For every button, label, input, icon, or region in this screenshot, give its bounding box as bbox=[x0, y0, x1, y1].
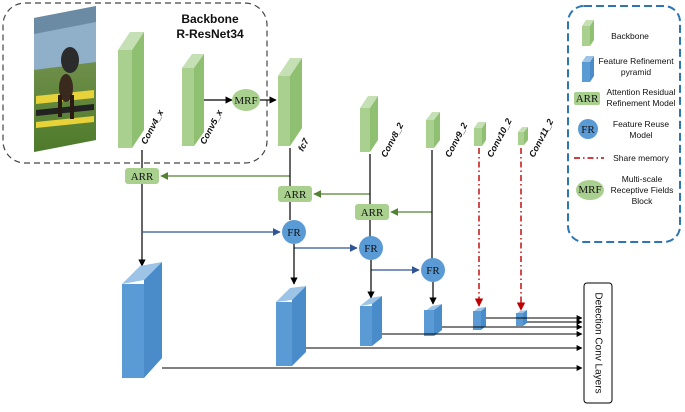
legend-fr-text-1: Feature Reuse bbox=[613, 119, 669, 129]
label-conv9: Conv9_2 bbox=[443, 121, 469, 159]
legend-arr-swatch-label: ARR bbox=[576, 93, 599, 105]
legend-backbone-swatch bbox=[582, 20, 594, 46]
pyramid-block-1 bbox=[122, 262, 162, 378]
legend-mrf-text-2: Receptive Fields bbox=[611, 185, 674, 195]
legend-mrf-text-1: Multi-scale bbox=[622, 174, 663, 184]
arr-node-3-label: ARR bbox=[361, 207, 384, 219]
pyramid-block-2 bbox=[276, 286, 306, 366]
block-conv5 bbox=[182, 54, 204, 146]
fr-node-2 bbox=[359, 236, 383, 260]
block-fc7 bbox=[278, 58, 302, 146]
legend-mrf-swatch-label: MRF bbox=[578, 184, 601, 196]
pyramid-block-3 bbox=[360, 296, 382, 346]
legend-mrf-text-3: Block bbox=[632, 196, 654, 206]
legend-fr-swatch-label: FR bbox=[581, 124, 595, 136]
block-conv8 bbox=[360, 96, 378, 152]
fr-node-1 bbox=[282, 220, 306, 244]
label-conv11: Conv11_2 bbox=[527, 117, 555, 159]
mrf-node-label: MRF bbox=[234, 95, 257, 107]
fr-node-2-label: FR bbox=[364, 243, 378, 255]
label-conv10: Conv10_2 bbox=[485, 117, 514, 159]
block-conv9 bbox=[426, 112, 440, 148]
backbone-region bbox=[2, 2, 268, 164]
arr-node-2-label: ARR bbox=[284, 189, 307, 201]
pyramid-block-5 bbox=[473, 307, 486, 330]
mrf-node bbox=[232, 89, 260, 111]
legend-fr-text-2: Model bbox=[629, 130, 652, 140]
input-image bbox=[34, 6, 96, 152]
arr-node-3 bbox=[355, 204, 389, 220]
fr-node-3 bbox=[421, 258, 445, 282]
legend-fr-swatch bbox=[578, 119, 598, 139]
legend-frp-text-2: pyramid bbox=[621, 67, 652, 77]
legend-backbone-text: Backbone bbox=[611, 31, 649, 41]
legend-arr-swatch bbox=[574, 92, 600, 105]
legend-share-memory-text: Share memory bbox=[613, 153, 669, 163]
block-conv10 bbox=[474, 122, 486, 146]
legend-frp-text-1: Feature Refinement bbox=[598, 56, 674, 66]
arr-node-1-label: ARR bbox=[131, 171, 154, 183]
legend-mrf-swatch bbox=[576, 180, 604, 200]
label-fc7: fc7 bbox=[296, 136, 311, 153]
backbone-title: Backbone bbox=[181, 12, 239, 26]
arr-node-2 bbox=[278, 186, 312, 202]
detection-conv-layers-label: Detection Conv Layers bbox=[592, 292, 603, 393]
pyramid-block-4 bbox=[424, 304, 442, 336]
backbone-subtitle: R-ResNet34 bbox=[176, 27, 244, 41]
block-conv4 bbox=[118, 32, 144, 148]
arr-node-1 bbox=[125, 168, 159, 184]
label-conv8: Conv8_2 bbox=[379, 121, 405, 159]
legend-arr-text-2: Refinement Model bbox=[607, 98, 676, 108]
legend-arr-text-1: Attention Residual bbox=[607, 87, 676, 97]
fr-node-1-label: FR bbox=[287, 227, 301, 239]
legend-frp-swatch bbox=[582, 56, 594, 82]
detection-conv-layers-box bbox=[583, 282, 613, 404]
fr-node-3-label: FR bbox=[426, 265, 440, 277]
block-conv11 bbox=[518, 127, 528, 145]
